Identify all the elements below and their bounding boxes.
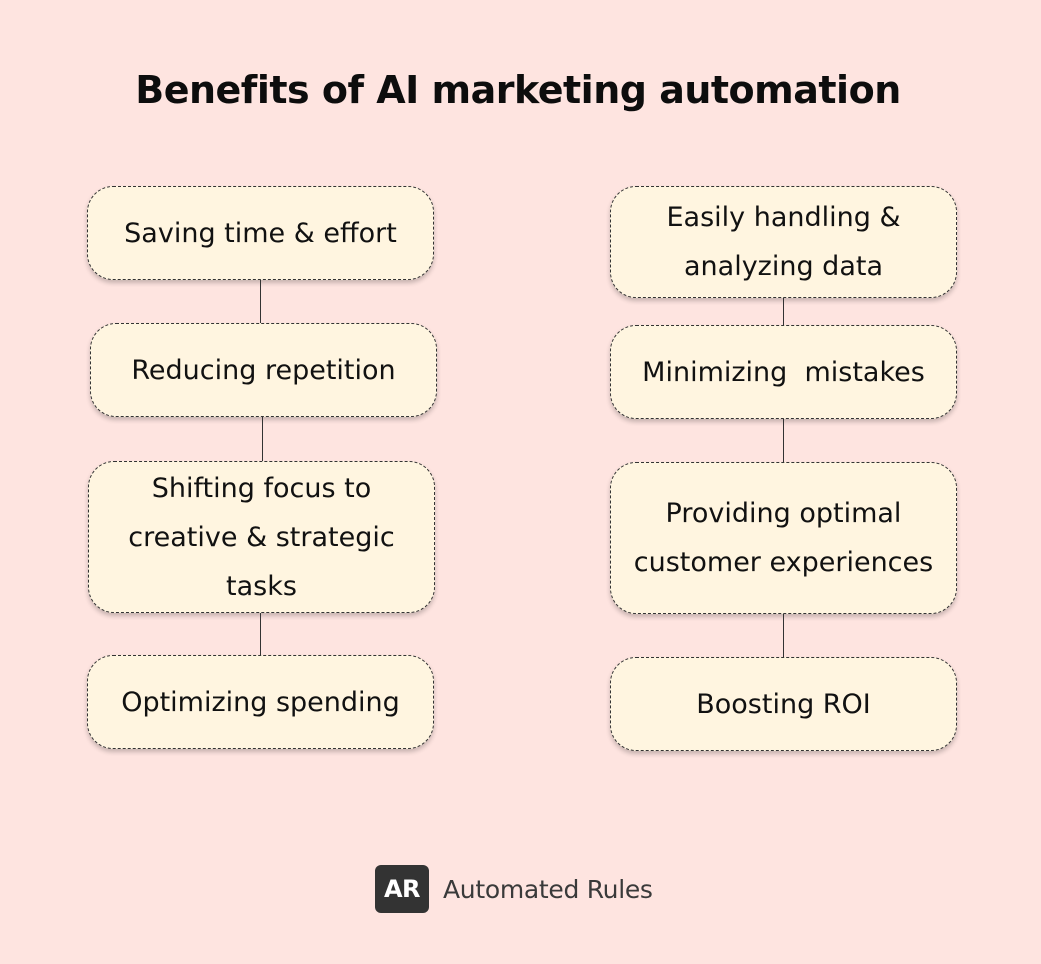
node-optimizing-spending: Optimizing spending	[87, 655, 434, 749]
brand-name: Automated Rules	[443, 874, 653, 904]
node-minimizing-mistakes: Minimizing mistakes	[610, 325, 957, 419]
connector-left-2	[262, 417, 263, 461]
node-boosting-roi: Boosting ROI	[610, 657, 957, 751]
diagram-title: Benefits of AI marketing automation	[135, 68, 901, 112]
brand-logo: AR	[375, 865, 429, 913]
node-reducing-repetition: Reducing repetition	[90, 323, 437, 417]
node-shifting-focus: Shifting focus to creative & strategic t…	[88, 461, 435, 613]
connector-right-2	[783, 419, 784, 462]
brand-footer: AR Automated Rules	[375, 865, 653, 913]
node-customer-experiences: Providing optimal customer experiences	[610, 462, 957, 614]
node-saving-time: Saving time & effort	[87, 186, 434, 280]
connector-right-3	[783, 614, 784, 657]
connector-right-1	[783, 298, 784, 325]
connector-left-1	[260, 280, 261, 323]
connector-left-3	[260, 613, 261, 655]
node-handling-data: Easily handling & analyzing data	[610, 186, 957, 298]
